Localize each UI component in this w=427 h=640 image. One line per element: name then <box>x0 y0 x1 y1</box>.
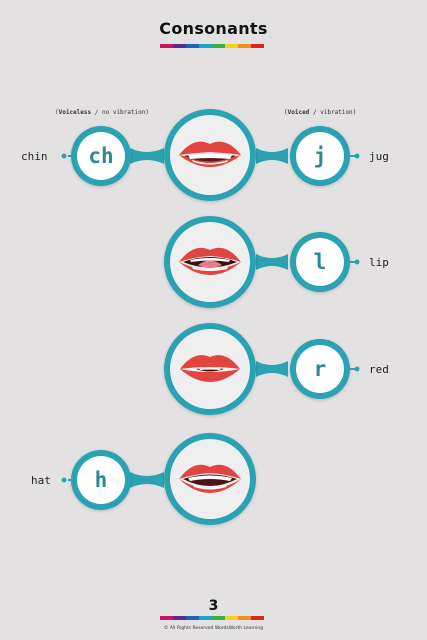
mouth-pursed-icon <box>180 355 240 382</box>
color-bar-segment <box>225 616 238 620</box>
voiceless-note: / no vibration <box>94 109 146 116</box>
page-number: 3 <box>208 598 219 614</box>
word-jug: jug <box>369 150 389 163</box>
color-bar-segment <box>186 44 199 48</box>
voiced-hint: (Voiced / vibration) <box>284 109 357 116</box>
color-bar-segment <box>186 616 199 620</box>
letter-h: h <box>95 468 108 492</box>
voiceless-label: Voiceless <box>58 109 92 116</box>
voiced-label: Voiced <box>287 109 310 116</box>
mouth-open-wide-icon <box>179 464 241 493</box>
voiced-note: / vibration <box>312 109 353 116</box>
color-bar-segment <box>212 616 225 620</box>
color-bar-segment <box>160 44 173 48</box>
color-bar-segment <box>251 44 264 48</box>
color-bar-segment <box>173 616 186 620</box>
color-bar-segment <box>225 44 238 48</box>
word-red: red <box>369 363 389 376</box>
color-bar-segment <box>199 44 212 48</box>
color-bar-segment <box>238 44 251 48</box>
copyright-notice: © All Rights Reserved WordsWorth Learnin… <box>163 626 264 631</box>
mouth-teeth-open-icon <box>179 141 241 167</box>
letter-j: j <box>314 144 327 168</box>
row-l: l lip <box>164 216 389 308</box>
footer-color-bar <box>160 616 264 620</box>
row-r: r red <box>164 323 389 415</box>
color-bar-segment <box>251 616 264 620</box>
letter-ch: ch <box>88 144 113 168</box>
word-chin: chin <box>21 150 48 163</box>
color-bar-segment <box>212 44 225 48</box>
color-bar-segment <box>238 616 251 620</box>
color-bar-segment <box>199 616 212 620</box>
row-ch-j: chin ch j jug <box>21 109 389 201</box>
word-hat: hat <box>31 474 51 487</box>
color-bar-segment <box>173 44 186 48</box>
color-bar-segment <box>160 616 173 620</box>
word-lip: lip <box>369 256 389 269</box>
voiceless-hint: (Voiceless / no vibration) <box>55 109 149 116</box>
mouth-tongue-icon <box>179 247 241 275</box>
letter-l: l <box>314 250 327 274</box>
page-title: Consonants <box>159 19 268 38</box>
title-color-bar <box>160 44 264 48</box>
letter-r: r <box>314 357 327 381</box>
row-h: hat h <box>31 433 256 525</box>
